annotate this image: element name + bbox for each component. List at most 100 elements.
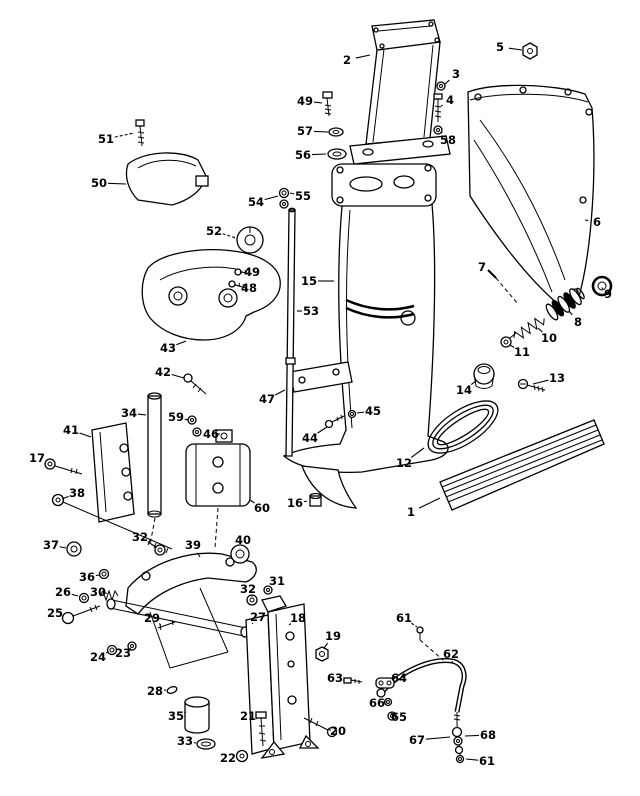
- bolt-17: [44, 458, 83, 475]
- oring-33: [196, 738, 216, 750]
- part-callout-53: 53: [303, 304, 319, 318]
- callout-leader-16: [303, 500, 309, 503]
- screw-61-top: [416, 626, 424, 634]
- driveshaft-housing: [282, 163, 449, 509]
- part-callout-10: 10: [541, 331, 557, 345]
- callout-leader-1: [418, 497, 441, 509]
- callout-leader-26: [71, 593, 79, 597]
- callout-leader-36: [95, 574, 100, 577]
- grooved-plate: [439, 419, 605, 511]
- part-callout-38: 38: [69, 486, 85, 500]
- callout-leader-9: [601, 287, 604, 290]
- part-callout-3: 3: [452, 67, 460, 81]
- pin-28: [166, 686, 178, 694]
- callout-leader-24: [105, 651, 109, 654]
- part-callout-27: 27: [250, 610, 266, 624]
- part-callout-21: 21: [240, 709, 256, 723]
- part-callout-29: 29: [144, 611, 160, 625]
- washer-22: [235, 749, 249, 763]
- washer-67b: [454, 745, 464, 755]
- callout-leader-45: [356, 411, 365, 414]
- part-callout-39: 39: [185, 538, 201, 552]
- part-callout-64: 64: [391, 671, 407, 685]
- block-46: [215, 429, 233, 443]
- bolt-42: [183, 373, 207, 395]
- washer-68: [453, 736, 463, 746]
- callout-leader-47: [274, 389, 286, 396]
- part-callout-60: 60: [254, 501, 270, 515]
- part-callout-49: 49: [297, 94, 313, 108]
- bolt-63: [343, 677, 352, 684]
- side-cover: [467, 84, 595, 305]
- part-callout-36: 36: [79, 570, 95, 584]
- part-callout-48: 48: [241, 281, 257, 295]
- part-callout-32: 32: [132, 530, 148, 544]
- top-fasteners: [322, 42, 538, 135]
- part-callout-67: 67: [409, 733, 425, 747]
- part-callout-5: 5: [496, 40, 504, 54]
- nut-5: [522, 42, 538, 60]
- part-callout-31: 31: [269, 574, 285, 588]
- callout-leader-48: [234, 284, 241, 287]
- callout-leader-8: [568, 310, 573, 316]
- callout-leader-2: [355, 54, 371, 59]
- cap-16: [309, 492, 322, 507]
- callout-leader-44: [317, 426, 328, 434]
- part-callout-46: 46: [203, 427, 219, 441]
- washers-54-55: [278, 187, 290, 209]
- mount-cap-50: [125, 152, 209, 206]
- callout-leader-11: [509, 344, 515, 348]
- part-callout-44: 44: [302, 431, 318, 445]
- part-callout-9: 9: [604, 287, 612, 301]
- callout-leader-52: [222, 233, 237, 239]
- part-callout-35: 35: [168, 709, 184, 723]
- callout-leader-35: [184, 711, 187, 714]
- part-callout-63: 63: [327, 671, 343, 685]
- callout-leader-51: [114, 132, 135, 138]
- part-callout-58: 58: [440, 133, 456, 147]
- part-callout-61: 61: [479, 754, 495, 768]
- callout-leader-37: [59, 546, 67, 549]
- seal-band: [427, 400, 499, 454]
- callout-leader-50: [107, 182, 127, 185]
- spring-10: [513, 317, 545, 339]
- callout-leader-43: [176, 340, 187, 346]
- callout-leader-39: [197, 552, 201, 558]
- fastener-cluster: [61, 568, 176, 656]
- part-callout-40: 40: [235, 533, 251, 547]
- callout-leader-18: [288, 623, 292, 626]
- part-callout-1: 1: [407, 505, 415, 519]
- bolt-21: [255, 711, 267, 747]
- part-callout-49: 49: [244, 265, 260, 279]
- callout-leader-55: [289, 192, 295, 195]
- ribbed-bushing-8: [545, 287, 585, 321]
- bolts-48-49: [228, 268, 253, 289]
- part-callout-15: 15: [301, 274, 317, 288]
- lower-mount-bracket: [245, 595, 320, 759]
- part-callout-45: 45: [365, 404, 381, 418]
- callout-leader-32: [147, 541, 157, 548]
- nut-61-bottom: [455, 754, 465, 764]
- part-callout-54: 54: [248, 195, 264, 209]
- ring-40: [230, 544, 250, 564]
- driveshaft-rod: [285, 207, 296, 457]
- part-callout-47: 47: [259, 392, 275, 406]
- exhaust-tube: [349, 19, 451, 165]
- part-callout-62: 62: [443, 647, 459, 661]
- pin-7: [487, 269, 497, 279]
- part-callout-19: 19: [325, 629, 341, 643]
- callout-leader-10: [537, 327, 543, 333]
- gasket-rings: [327, 127, 347, 160]
- callout-leader-7: [489, 271, 492, 274]
- bolt-4-head: [433, 93, 443, 100]
- callout-leader-59: [184, 418, 189, 421]
- lower-mount-hardware: [473, 363, 546, 393]
- part-callout-66: 66: [369, 696, 385, 710]
- bushing-52: [236, 226, 264, 254]
- part-callout-13: 13: [549, 371, 565, 385]
- bolt-49-head: [322, 91, 333, 99]
- part-callout-56: 56: [295, 148, 311, 162]
- part-callout-18: 18: [290, 611, 306, 625]
